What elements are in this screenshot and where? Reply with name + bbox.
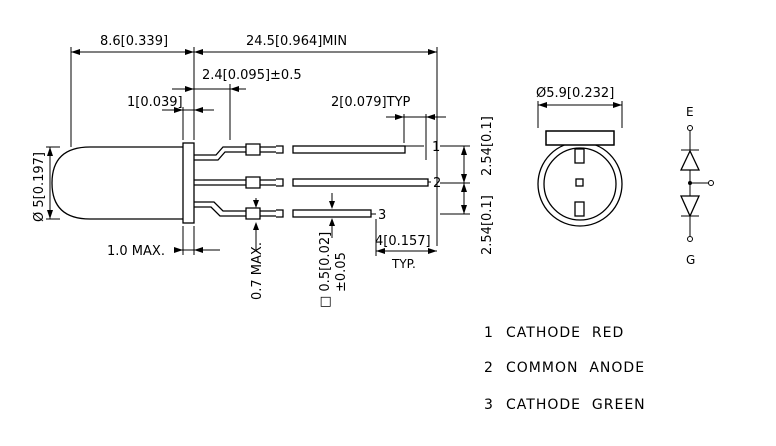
dim-pitch-lower: 2.54[0.1] <box>480 195 495 255</box>
dim-front-diameter: Ø5.9[0.232] <box>536 86 614 101</box>
dim-lead-spacing: 4[0.157] <box>375 234 431 249</box>
pin-leaders <box>371 145 431 215</box>
legend-text-2: COMMON ANODE <box>506 360 645 376</box>
schematic-symbol <box>679 125 714 242</box>
led-leads <box>194 143 429 220</box>
led-front-view <box>537 101 623 227</box>
legend-text-1: CATHODE RED <box>506 325 624 341</box>
dim-body-length: 8.6[0.339] <box>100 34 168 49</box>
dim-lead-offset: 2[0.079]TYP <box>331 95 411 110</box>
dim-lead-spacing-note: TYP. <box>391 257 416 271</box>
dim-side-diameter: Ø 5[0.197] <box>32 152 47 222</box>
schematic-label-g: G <box>686 253 695 267</box>
legend-num-3: 3 <box>484 397 494 413</box>
dim-lead-length: 24.5[0.964]MIN <box>246 34 347 49</box>
dim-flange-max: 1.0 MAX. <box>107 244 165 259</box>
dim-pitch-upper: 2.54[0.1] <box>480 116 495 176</box>
schematic-label-e: E <box>686 105 694 119</box>
legend-text-3: CATHODE GREEN <box>506 397 646 413</box>
pin-number-2: 2 <box>433 176 441 191</box>
led-side-body <box>51 142 195 224</box>
pin-number-1: 1 <box>432 140 440 155</box>
legend-num-2: 2 <box>484 360 494 376</box>
side-view-dimensions <box>46 47 470 256</box>
legend-num-1: 1 <box>484 325 494 341</box>
dim-flange: 1[0.039] <box>127 95 183 110</box>
dim-standoff: 2.4[0.095]±0.5 <box>202 68 302 83</box>
pin-number-3: 3 <box>378 208 386 223</box>
dim-lead-square-tol: ±0.05 <box>334 252 349 292</box>
dim-lead-square: □ 0.5[0.02] <box>318 232 333 308</box>
dim-lead-bend-max: 0.7 MAX. <box>250 242 265 300</box>
pin-legend: 1 CATHODE RED 2 COMMON ANODE 3 CATHODE G… <box>484 325 646 413</box>
